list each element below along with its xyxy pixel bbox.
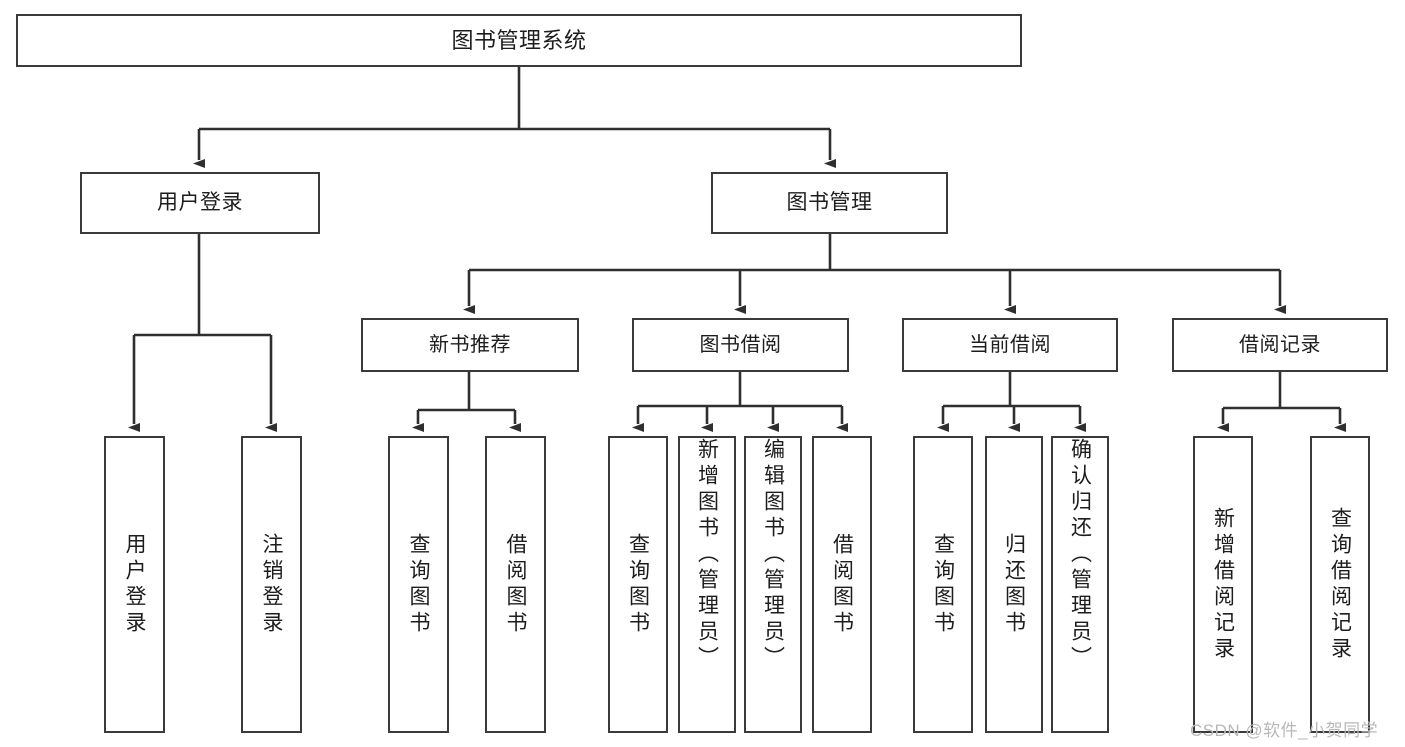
edges-new-book-recommend — [412, 372, 521, 432]
node-new-book-recommend[interactable]: 新书推荐 — [361, 318, 579, 372]
node-leaf-return-book[interactable]: 归还图书 — [985, 436, 1043, 733]
node-leaf-query-book-new[interactable]: 查询图书 — [388, 436, 449, 733]
node-borrow-record[interactable]: 借阅记录 — [1172, 318, 1388, 372]
node-leaf-confirm-return[interactable]: 确认归还（管理员） — [1051, 436, 1109, 733]
edges-borrow-record — [1217, 372, 1346, 432]
node-leaf-edit-book-label: 编辑图书（管理员） — [761, 438, 785, 672]
node-leaf-edit-book[interactable]: 编辑图书（管理员） — [744, 436, 802, 733]
node-leaf-confirm-return-label: 确认归还（管理员） — [1068, 438, 1092, 672]
node-leaf-add-book-label: 新增图书（管理员） — [695, 438, 719, 672]
node-leaf-borrow-book[interactable]: 借阅图书 — [812, 436, 872, 733]
node-leaf-borrow-book-label: 借阅图书 — [830, 532, 854, 637]
node-leaf-logout-label: 注销登录 — [260, 532, 284, 637]
node-leaf-user-login-label: 用户登录 — [123, 532, 147, 637]
edges-book-borrow — [632, 372, 848, 432]
node-book-manage[interactable]: 图书管理 — [711, 172, 948, 234]
node-leaf-query-book-new-label: 查询图书 — [407, 532, 431, 637]
edges-current-borrow — [937, 372, 1086, 432]
node-leaf-borrow-book-new-label: 借阅图书 — [504, 532, 528, 637]
node-leaf-return-book-label: 归还图书 — [1002, 532, 1026, 637]
node-new-book-recommend-label: 新书推荐 — [429, 333, 511, 356]
node-root-label: 图书管理系统 — [451, 27, 587, 53]
node-leaf-query-record-label: 查询借阅记录 — [1328, 506, 1352, 663]
node-leaf-query-book-borrow[interactable]: 查询图书 — [608, 436, 668, 733]
node-book-manage-label: 图书管理 — [786, 190, 873, 214]
edges-root — [193, 67, 836, 168]
node-leaf-query-book-current-label: 查询图书 — [931, 532, 955, 637]
node-leaf-user-login[interactable]: 用户登录 — [104, 436, 165, 733]
node-leaf-add-book[interactable]: 新增图书（管理员） — [678, 436, 736, 733]
node-root[interactable]: 图书管理系统 — [16, 14, 1022, 67]
node-borrow-record-label: 借阅记录 — [1239, 333, 1321, 356]
node-leaf-query-record[interactable]: 查询借阅记录 — [1310, 436, 1370, 733]
node-current-borrow-label: 当前借阅 — [969, 333, 1051, 356]
csdn-watermark: CSDN @软件_小贺同学 — [1190, 721, 1379, 740]
node-book-borrow[interactable]: 图书借阅 — [632, 318, 849, 372]
node-leaf-query-book-borrow-label: 查询图书 — [626, 532, 650, 637]
node-leaf-logout[interactable]: 注销登录 — [241, 436, 302, 733]
edges-book-manage — [463, 234, 1286, 314]
node-leaf-borrow-book-new[interactable]: 借阅图书 — [485, 436, 546, 733]
node-book-borrow-label: 图书借阅 — [699, 333, 782, 356]
node-leaf-add-record-label: 新增借阅记录 — [1211, 506, 1235, 663]
node-user-login[interactable]: 用户登录 — [80, 172, 320, 234]
node-user-login-label: 用户登录 — [157, 190, 243, 214]
node-leaf-query-book-current[interactable]: 查询图书 — [913, 436, 973, 733]
node-current-borrow[interactable]: 当前借阅 — [902, 318, 1118, 372]
node-leaf-add-record[interactable]: 新增借阅记录 — [1193, 436, 1253, 733]
edges-user-login — [128, 234, 277, 432]
